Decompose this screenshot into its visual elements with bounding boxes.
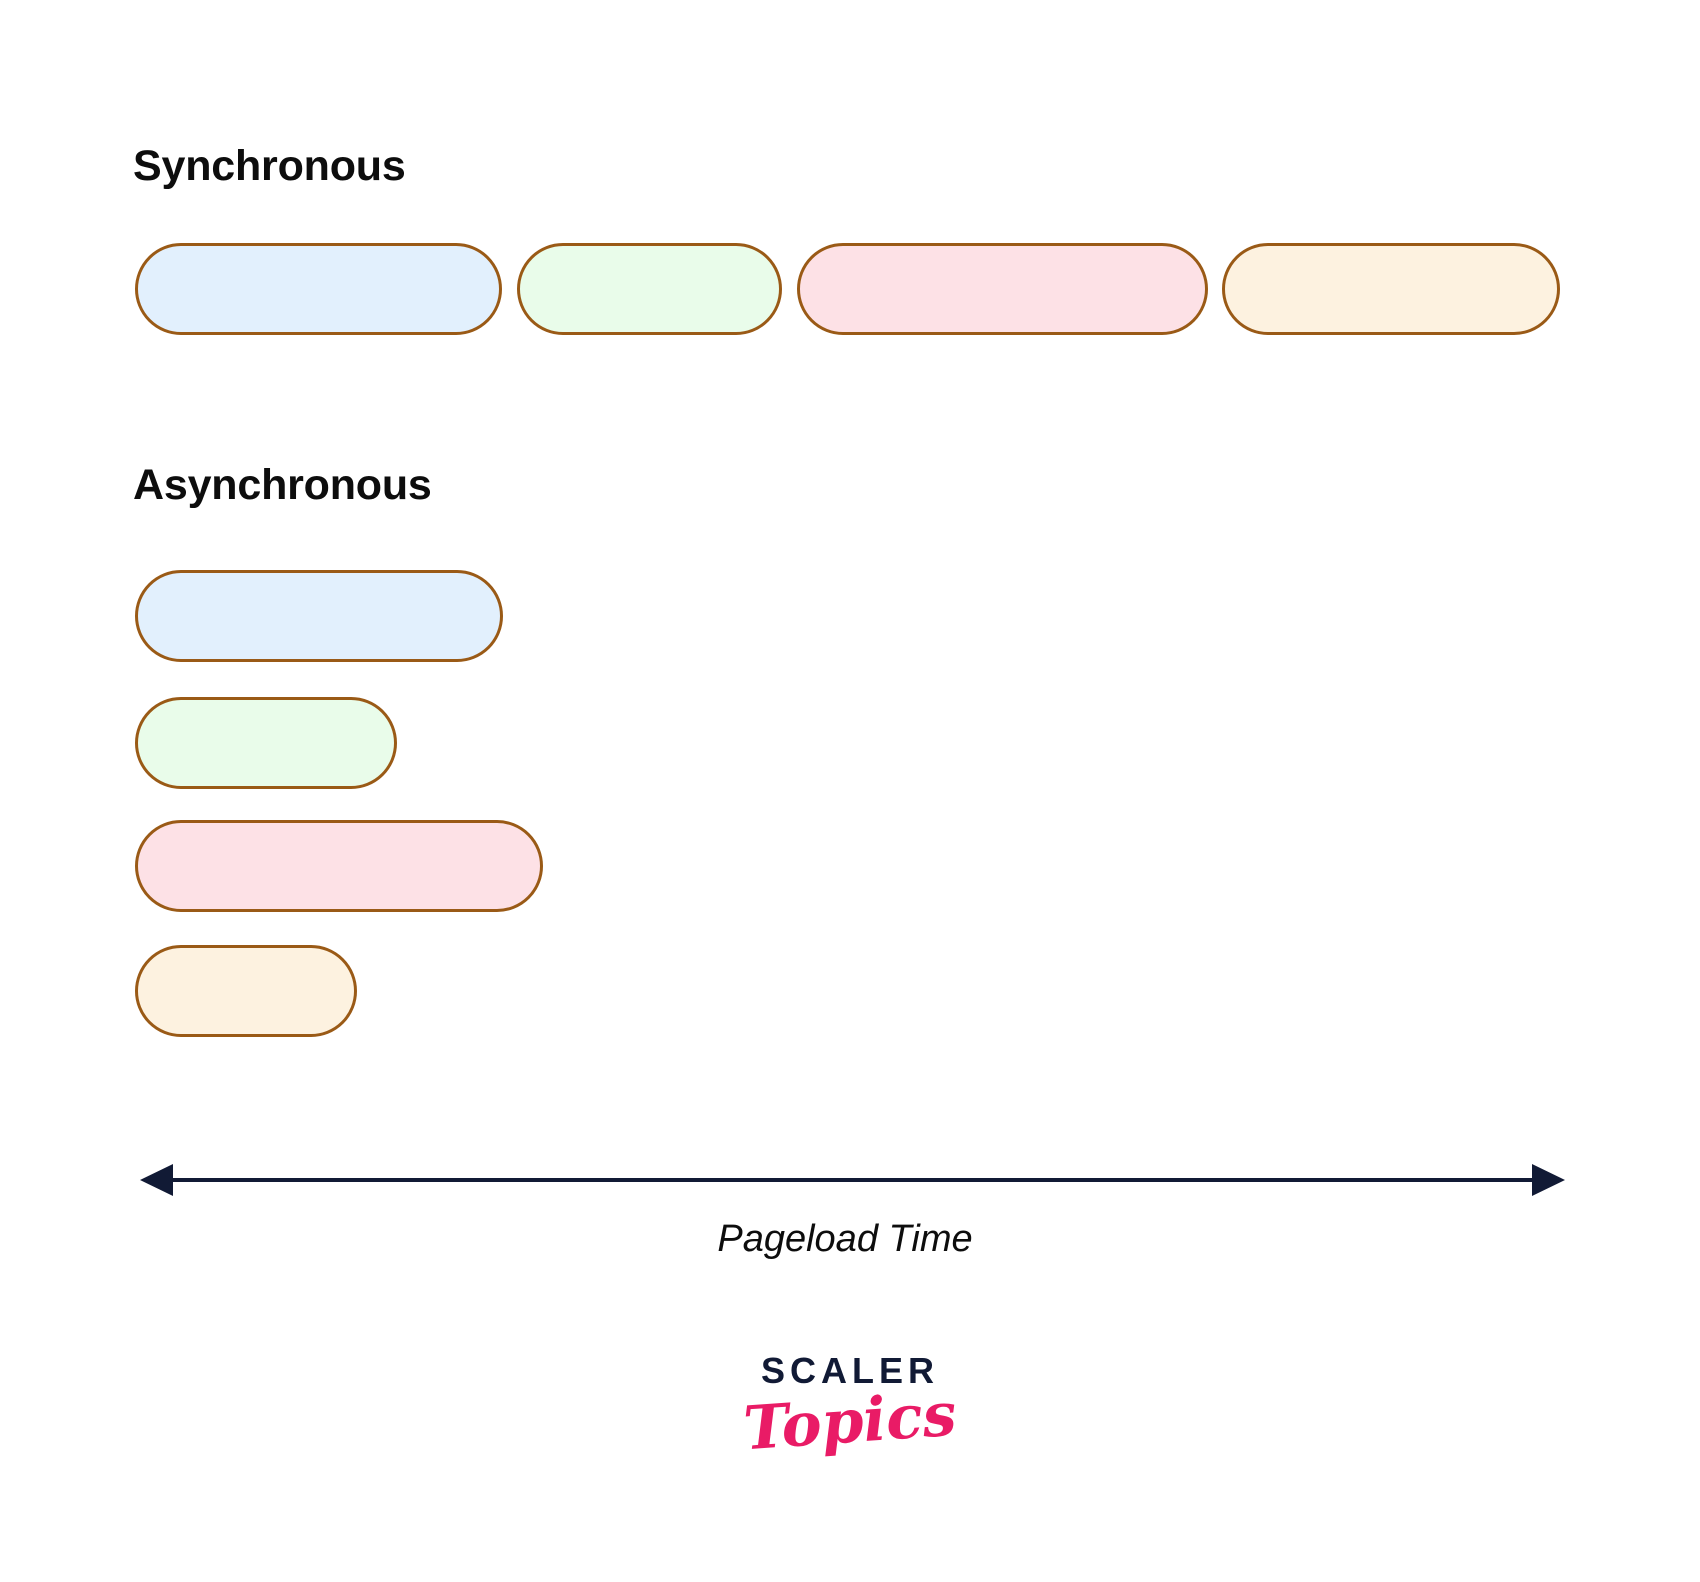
- axis-label-wrapper: Pageload Time: [0, 1218, 1700, 1261]
- sync-task-bar-1: [135, 243, 502, 335]
- sync-task-bar-4: [1222, 243, 1560, 335]
- time-axis-arrow: [140, 1164, 1565, 1196]
- async-task-bar-4: [135, 945, 357, 1037]
- pageload-time-label: Pageload Time: [717, 1218, 973, 1260]
- async-task-bar-2: [135, 697, 397, 789]
- brand-scaler-text: SCALER: [760, 1350, 939, 1391]
- scaler-topics-logo: SCALER Topics: [0, 1350, 1700, 1464]
- sync-task-bar-2: [517, 243, 782, 335]
- synchronous-heading: Synchronous: [133, 142, 406, 190]
- asynchronous-heading: Asynchronous: [133, 461, 432, 509]
- sync-task-bar-3: [797, 243, 1208, 335]
- async-task-bar-1: [135, 570, 503, 662]
- async-task-bar-3: [135, 820, 543, 912]
